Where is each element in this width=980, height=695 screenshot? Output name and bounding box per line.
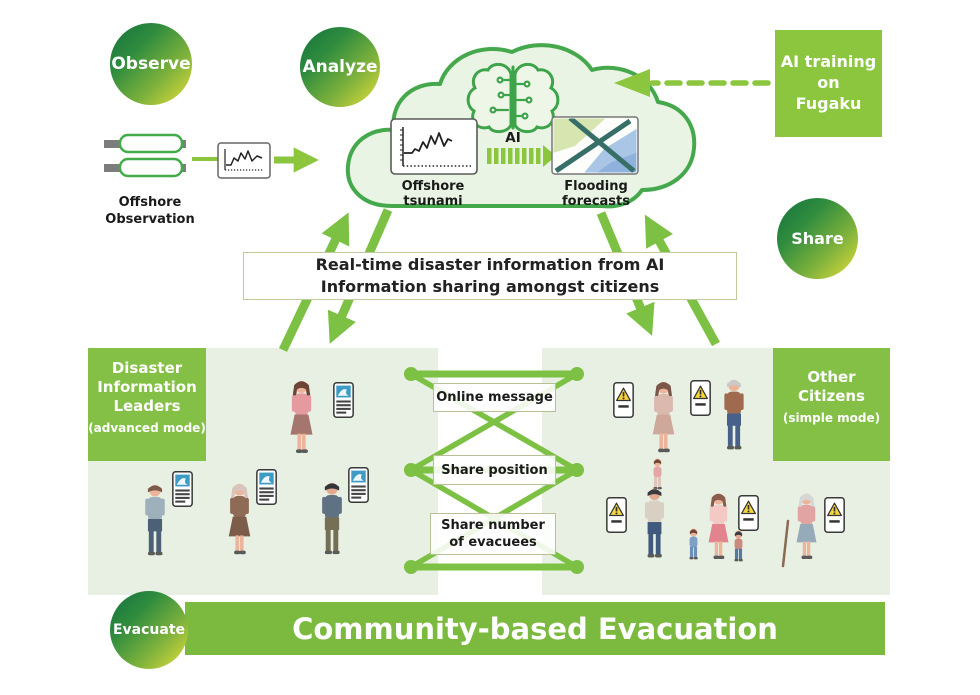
fugaku-line: AI training (780, 52, 877, 71)
citizens-line: Other (807, 368, 856, 386)
other-citizens-box: Other Citizens (simple mode) (773, 348, 890, 461)
citizens-line: Citizens (798, 387, 865, 405)
citizens-mode-label: (simple mode) (782, 411, 881, 425)
fugaku-line: Fugaku (795, 94, 862, 113)
person-icon (145, 484, 165, 556)
offshore-observation-line: Offshore (118, 195, 182, 210)
online-message-box: Online message (433, 383, 556, 412)
info-banner-line: Information sharing amongst citizens (320, 277, 660, 296)
share-evacuees-line: of evacuees (449, 535, 537, 550)
flood-map-icon (551, 116, 639, 175)
tsunami-chart-icon (390, 118, 478, 175)
person-icon (290, 381, 313, 453)
fugaku-training-box: AI training on Fugaku (775, 30, 882, 137)
evacuate-stage-circle: Evacuate (110, 591, 188, 669)
share-position-box: Share position (433, 455, 556, 485)
phone-advanced-icon (256, 469, 277, 505)
phone-advanced-icon (333, 382, 354, 418)
offshore-tsunami-label: Offshore tsunami (401, 179, 465, 209)
fugaku-dashed-arrow (614, 69, 771, 97)
child-icon (734, 530, 743, 562)
phone-simple-icon (738, 495, 759, 531)
share-stage-circle: Share (777, 198, 858, 279)
leaders-line: Information (97, 378, 197, 396)
brain-circuit-icon (466, 62, 560, 134)
leaders-mode-label: (advanced mode) (88, 421, 206, 435)
leaders-line: Disaster (111, 359, 183, 377)
phone-simple-icon (613, 382, 634, 418)
analyze-stage-circle: Analyze (300, 27, 380, 107)
offshore-sensor-icon (104, 133, 186, 178)
observe-stage-circle: Observe (110, 23, 192, 105)
fugaku-line: on (817, 73, 840, 92)
flooding-forecasts-label: Flooding forecasts (562, 179, 630, 209)
footer-title: Community-based Evacuation (292, 611, 778, 646)
disaster-leaders-box: Disaster Information Leaders (advanced m… (88, 348, 206, 461)
child-icon (653, 458, 662, 490)
share-evacuees-line: Share number (441, 518, 545, 533)
phone-simple-icon (690, 380, 711, 416)
phone-simple-icon (824, 497, 845, 533)
person-icon (796, 493, 817, 559)
offshore-observation-label: Offshore Observation (92, 194, 208, 228)
chevron-arrow-icon (487, 145, 556, 167)
person-icon (724, 379, 744, 450)
person-icon (228, 483, 251, 555)
person-icon (708, 493, 729, 559)
cane-icon (781, 519, 790, 568)
realtime-info-banner: Real-time disaster information from AI I… (243, 252, 737, 300)
offshore-observation-line: Observation (105, 212, 195, 227)
person-icon (322, 482, 342, 555)
citizens-people (606, 379, 845, 568)
person-icon (652, 381, 675, 453)
community-evacuation-banner: Community-based Evacuation (185, 602, 885, 655)
mini-waveform-icon (192, 142, 271, 179)
child-icon (689, 528, 698, 560)
info-banner-line: Real-time disaster information from AI (315, 255, 665, 274)
leaders-line: Leaders (113, 397, 181, 415)
ai-label: AI (505, 130, 521, 146)
phone-advanced-icon (348, 467, 369, 503)
person-icon (644, 488, 665, 558)
share-evacuees-box: Share number of evacuees (430, 513, 556, 555)
phone-advanced-icon (172, 471, 193, 507)
phone-simple-icon (606, 497, 627, 533)
